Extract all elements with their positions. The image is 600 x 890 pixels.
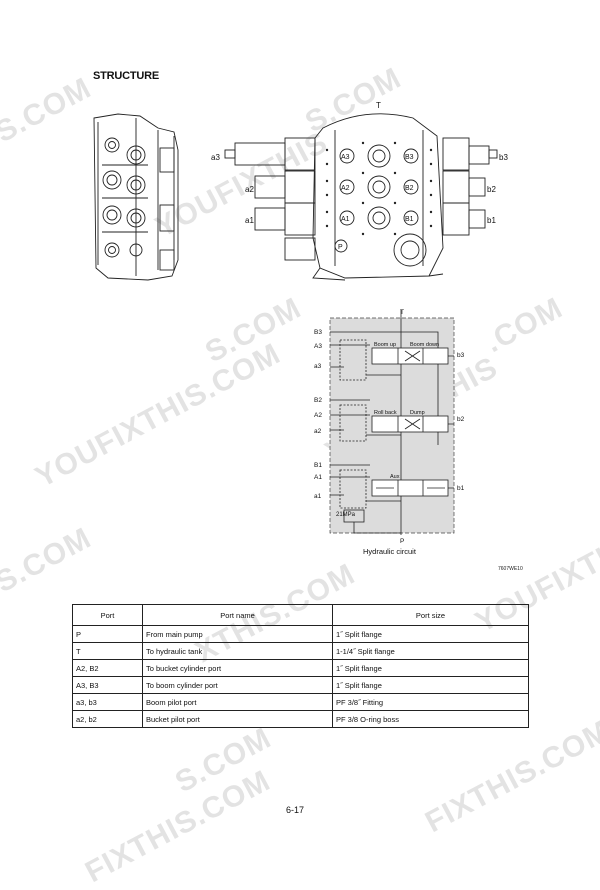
port-label-A3: A3	[341, 154, 350, 161]
table-row: A3, B3 To boom cylinder port 1˝ Split fl…	[72, 676, 529, 694]
table-cell: A2, B2	[72, 659, 143, 677]
port-label-a2: a2	[245, 185, 254, 194]
table-cell: Bucket pilot port	[142, 710, 333, 728]
table-cell: T	[72, 642, 143, 660]
port-label-b2: b2	[487, 185, 496, 194]
watermark: S.COM	[170, 721, 277, 800]
circuit-label-A2: A2	[314, 412, 322, 419]
port-table: Port Port name Port size P From main pum…	[72, 604, 529, 728]
table-cell: To boom cylinder port	[142, 676, 333, 694]
table-row: a3, b3 Boom pilot port PF 3/8˝ Fitting	[72, 693, 529, 711]
figure-code: 7607WE10	[498, 566, 523, 572]
port-label-a3: a3	[211, 153, 220, 162]
port-label-a1: a1	[245, 216, 254, 225]
port-label-A2: A2	[341, 185, 350, 192]
port-label-A1: A1	[341, 216, 350, 223]
table-cell: PF 3/8˝ Fitting	[332, 693, 529, 711]
circuit-label-T: T	[400, 309, 404, 316]
table-cell: From main pump	[142, 625, 333, 643]
watermark: FIXTHIS.COM	[80, 764, 276, 890]
table-header: Port	[72, 604, 143, 626]
valve-front-view-drawing: T A3 B3 A2 B2 A1 B1 P a3 a2 a1 b3 b2 b1	[211, 101, 508, 281]
table-row: A2, B2 To bucket cylinder port 1˝ Split …	[72, 659, 529, 677]
circuit-label-P: P	[400, 538, 404, 545]
table-cell: a3, b3	[72, 693, 143, 711]
circuit-label-B1: B1	[314, 462, 322, 469]
table-cell: 1˝ Split flange	[332, 676, 529, 694]
watermark: FIXTHIS.COM	[420, 714, 600, 840]
table-cell: To bucket cylinder port	[142, 659, 333, 677]
table-header-row: Port Port name Port size	[72, 604, 529, 626]
table-cell: A3, B3	[72, 676, 143, 694]
circuit-label-aux: Aux	[390, 474, 400, 480]
circuit-label-B3: B3	[314, 329, 322, 336]
circuit-label-boom-down: Boom down	[410, 342, 439, 348]
table-row: T To hydraulic tank 1-1/4˝ Split flange	[72, 642, 529, 660]
table-header: Port name	[142, 604, 333, 626]
table-cell: 1-1/4˝ Split flange	[332, 642, 529, 660]
circuit-label-A3: A3	[314, 343, 322, 350]
circuit-label-b2: b2	[457, 416, 465, 423]
circuit-label-b1: b1	[457, 485, 465, 492]
circuit-caption: Hydraulic circuit	[363, 547, 416, 556]
port-label-P: P	[338, 244, 343, 251]
circuit-label-boom-up: Boom up	[374, 342, 396, 348]
port-label-b3: b3	[499, 153, 508, 162]
circuit-label-b3: b3	[457, 352, 465, 359]
table-cell: PF 3/8 O-ring boss	[332, 710, 529, 728]
valve-side-view-drawing	[93, 113, 179, 281]
circuit-label-A1: A1	[314, 474, 322, 481]
watermark: S.COM	[200, 291, 307, 370]
hydraulic-circuit-diagram: T B3 A3 a3 B2 A2 a2 B1 A1 a1 b3 b2 b1 P …	[314, 309, 465, 545]
page-number: 6-17	[286, 805, 305, 815]
port-label-B3: B3	[405, 154, 414, 161]
table-row: P From main pump 1˝ Split flange	[72, 625, 529, 643]
watermark: S.COM	[0, 521, 97, 600]
page-title: STRUCTURE	[93, 70, 160, 82]
table-cell: 1˝ Split flange	[332, 625, 529, 643]
circuit-label-relief-pressure: 21MPa	[336, 512, 356, 518]
port-label-T: T	[376, 101, 381, 110]
circuit-label-dump: Dump	[410, 410, 425, 416]
watermark: YOUFIXTHIS.COM	[30, 337, 286, 495]
port-label-B2: B2	[405, 185, 414, 192]
table-row: a2, b2 Bucket pilot port PF 3/8 O-ring b…	[72, 710, 529, 728]
circuit-label-a3: a3	[314, 363, 322, 370]
table-cell: P	[72, 625, 143, 643]
port-label-B1: B1	[405, 216, 414, 223]
circuit-label-a1: a1	[314, 493, 322, 500]
table-cell: Boom pilot port	[142, 693, 333, 711]
watermark: S.COM	[0, 71, 97, 150]
table-cell: 1˝ Split flange	[332, 659, 529, 677]
table-cell: a2, b2	[72, 710, 143, 728]
circuit-label-B2: B2	[314, 397, 322, 404]
circuit-label-a2: a2	[314, 428, 322, 435]
watermark: .COM	[480, 291, 569, 360]
table-header: Port size	[332, 604, 529, 626]
port-label-b1: b1	[487, 216, 496, 225]
circuit-label-roll-back: Roll back	[374, 410, 397, 416]
table-cell: To hydraulic tank	[142, 642, 333, 660]
